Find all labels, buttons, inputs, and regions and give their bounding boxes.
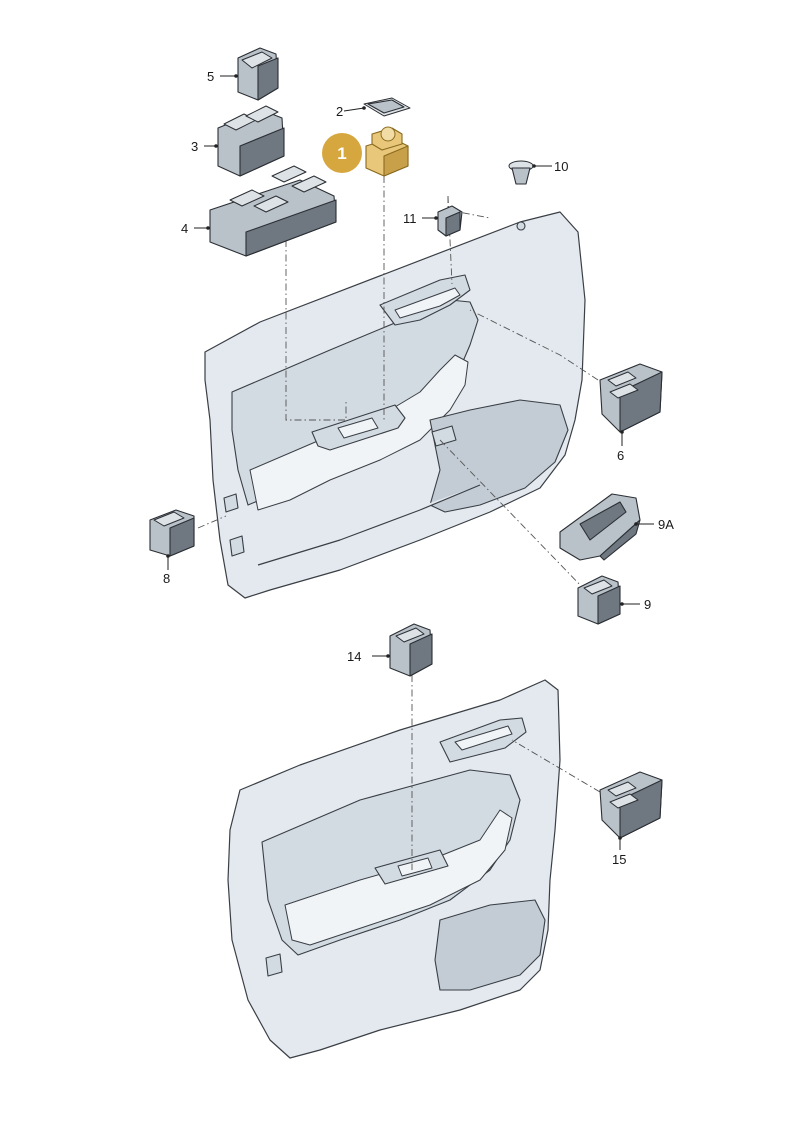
part-6-switch-panel[interactable]: 6 xyxy=(599,363,663,463)
front-door-trim-panel xyxy=(204,211,586,599)
label-14: 14 xyxy=(347,649,361,664)
part-2-trim-frame[interactable]: 2 xyxy=(336,97,411,119)
label-15: 15 xyxy=(612,852,626,867)
part-15-rear-switch-panel[interactable]: 15 xyxy=(599,771,663,867)
label-8: 8 xyxy=(163,571,170,586)
label-3: 3 xyxy=(191,139,198,154)
part-8-switch[interactable]: 8 xyxy=(149,509,195,586)
callout-badge-1[interactable]: 1 xyxy=(322,133,362,173)
part-4-window-switch-quad[interactable]: 4 xyxy=(181,165,337,257)
label-5: 5 xyxy=(207,69,214,84)
part-3-window-switch-double[interactable]: 3 xyxy=(191,105,285,177)
part-14-rear-window-switch[interactable]: 14 xyxy=(347,623,433,677)
label-2: 2 xyxy=(336,104,343,119)
callout-circle xyxy=(322,133,362,173)
label-9a: 9A xyxy=(658,517,674,532)
label-11: 11 xyxy=(403,211,417,226)
part-10-clip[interactable]: 10 xyxy=(508,159,568,185)
label-4: 4 xyxy=(181,221,188,236)
label-6: 6 xyxy=(617,448,624,463)
label-9: 9 xyxy=(644,597,651,612)
part-1-mirror-adjust-switch[interactable] xyxy=(365,126,409,177)
label-10: 10 xyxy=(554,159,568,174)
rear-door-trim-panel xyxy=(227,679,561,1059)
part-5-window-switch-single[interactable]: 5 xyxy=(207,47,279,101)
part-9a-bezel[interactable]: 9A xyxy=(559,493,674,561)
part-11-connector[interactable]: 11 xyxy=(403,205,463,237)
callout-number: 1 xyxy=(337,144,346,163)
part-9-window-switch[interactable]: 9 xyxy=(577,575,651,625)
